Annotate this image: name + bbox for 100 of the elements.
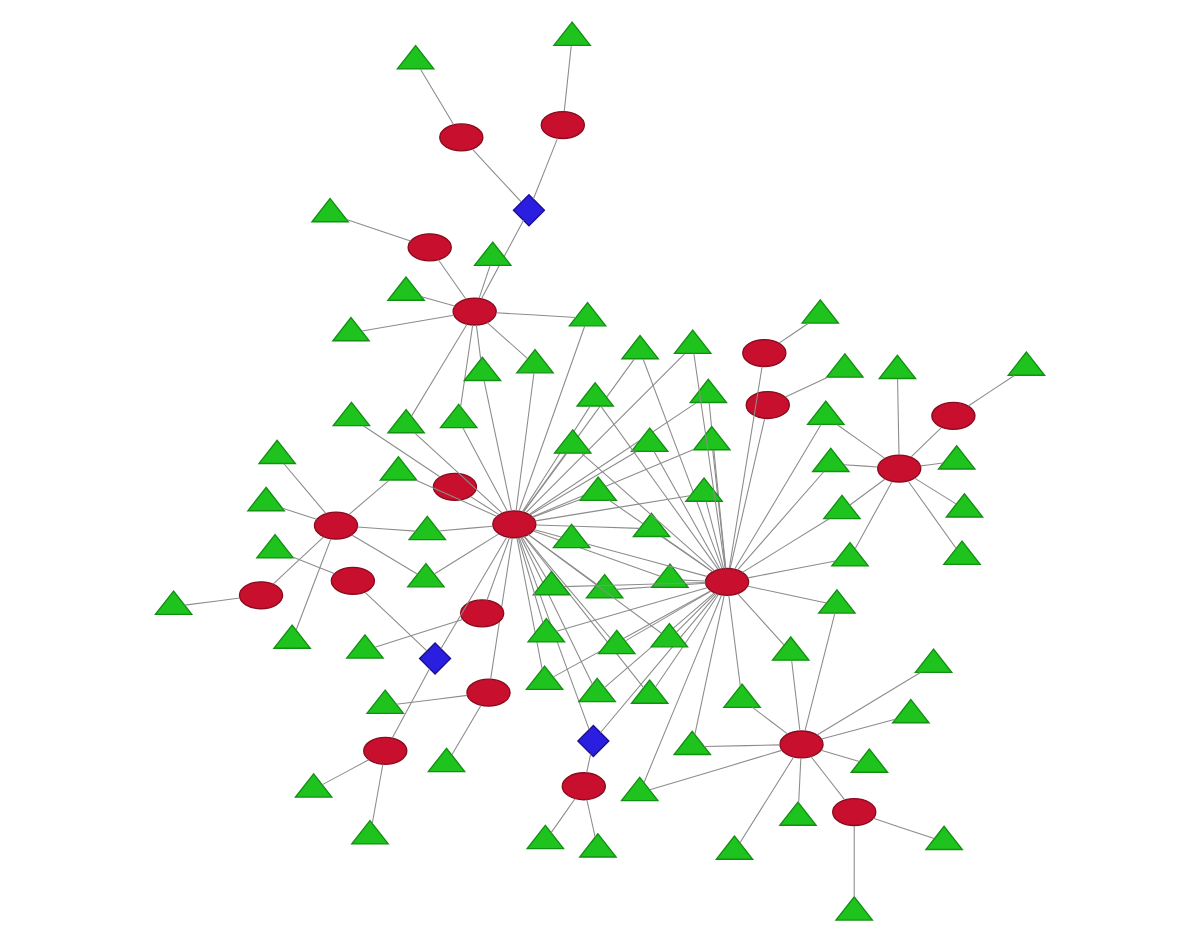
node-ellipse: [238, 581, 284, 610]
node-triangle: [525, 665, 565, 691]
connector: [521, 536, 547, 579]
node-ellipse: [779, 730, 824, 759]
node-triangle: [1006, 350, 1046, 376]
node-triangle: [386, 275, 426, 301]
node-triangle: [688, 378, 728, 404]
connector: [481, 219, 525, 299]
node-triangle: [834, 895, 874, 921]
node-triangle: [331, 401, 371, 427]
connector: [872, 817, 935, 839]
node-triangle: [553, 428, 593, 454]
connector: [586, 753, 592, 774]
node-triangle: [577, 677, 617, 703]
node-ellipse: [330, 566, 376, 595]
node-ellipse: [561, 772, 607, 801]
connector: [478, 265, 491, 299]
connector: [563, 45, 572, 112]
connector: [532, 530, 661, 577]
connector: [810, 756, 846, 801]
node-triangle: [406, 562, 446, 588]
node-triangle: [672, 730, 712, 756]
node-triangle: [877, 354, 917, 380]
connector: [843, 464, 878, 468]
connector: [524, 535, 611, 639]
connector: [563, 581, 706, 588]
node-triangle: [462, 356, 502, 382]
connector: [642, 358, 723, 570]
connector: [451, 705, 482, 756]
connector: [357, 526, 417, 532]
connector: [419, 68, 455, 125]
connector: [374, 619, 464, 648]
connector: [364, 592, 428, 652]
node-triangle: [407, 515, 447, 541]
connector: [820, 749, 860, 763]
connector: [550, 798, 576, 833]
node-triangle: [585, 573, 625, 599]
connector: [907, 480, 957, 549]
connector: [522, 358, 635, 513]
connector: [854, 481, 893, 550]
connector: [438, 525, 494, 532]
connector: [609, 500, 713, 573]
node-triangle: [378, 455, 419, 481]
node-triangle: [552, 523, 592, 549]
connector: [532, 137, 559, 200]
node-triangle: [937, 444, 977, 470]
connector: [371, 763, 384, 824]
node-triangle: [255, 533, 295, 559]
connector: [703, 744, 781, 748]
connector: [475, 324, 482, 360]
connector: [708, 402, 727, 569]
node-triangle: [620, 776, 660, 802]
connector: [535, 524, 640, 529]
connector: [836, 424, 886, 459]
connector: [415, 479, 498, 517]
connector: [798, 757, 802, 804]
node-triangle: [806, 400, 846, 425]
connector: [486, 536, 511, 601]
node-triangle: [944, 492, 985, 518]
node-ellipse: [742, 338, 787, 368]
node-triangle: [578, 832, 618, 858]
connector: [321, 759, 370, 786]
node-triangle: [426, 747, 467, 773]
connector: [470, 496, 500, 516]
connector: [712, 449, 727, 569]
connector: [434, 533, 499, 575]
node-triangle: [942, 540, 982, 565]
connector: [662, 536, 713, 572]
node-ellipse: [704, 567, 750, 596]
connector: [528, 534, 597, 585]
node-triangle: [825, 352, 865, 378]
node-triangle: [578, 476, 618, 502]
connector: [600, 405, 719, 570]
connector: [395, 694, 468, 705]
connector: [516, 537, 543, 670]
connector: [532, 449, 695, 518]
connector: [440, 536, 508, 649]
connector: [821, 718, 896, 740]
connector: [462, 427, 508, 512]
node-triangle: [331, 316, 371, 342]
connector: [615, 582, 706, 590]
node-diamond: [418, 642, 452, 675]
node-ellipse: [931, 401, 976, 430]
node-triangle: [778, 800, 818, 826]
connector: [282, 507, 318, 520]
node-ellipse: [745, 390, 790, 420]
connector: [747, 560, 836, 579]
connector: [529, 402, 697, 515]
node-triangle: [396, 44, 436, 70]
node-ellipse: [877, 454, 922, 483]
node-triangle: [567, 301, 608, 327]
node-triangle: [439, 403, 479, 429]
connector: [184, 597, 241, 606]
connector: [655, 594, 719, 688]
connector: [728, 595, 741, 687]
connector: [586, 543, 708, 577]
node-triangle: [310, 197, 350, 223]
node-triangle: [771, 635, 811, 661]
connector: [675, 592, 717, 633]
connector: [784, 376, 829, 398]
